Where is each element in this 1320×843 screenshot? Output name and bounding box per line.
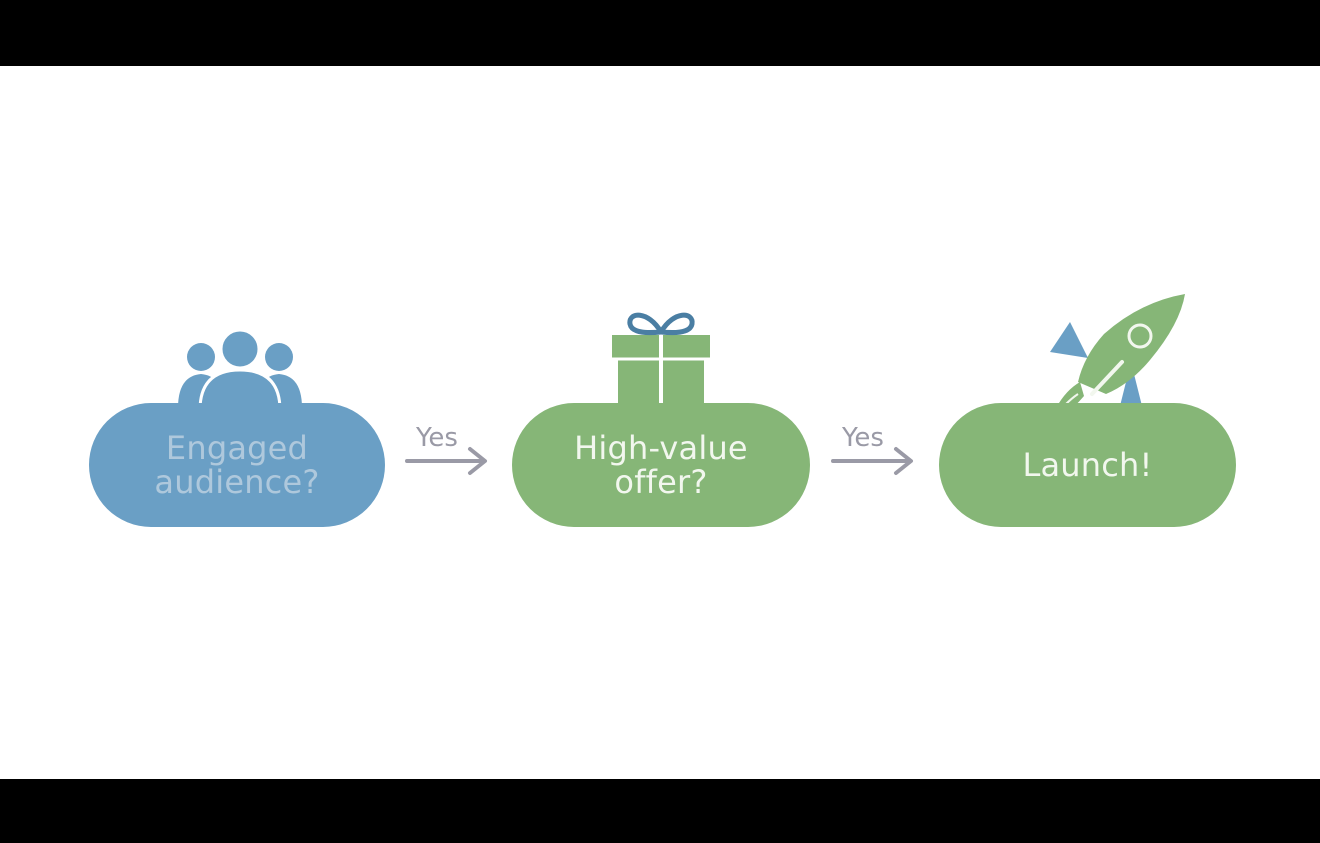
node-label-line: High-value xyxy=(574,429,748,467)
arrow-right-icon xyxy=(831,447,913,475)
decision-node-high-value-offer: High-value offer? xyxy=(512,403,810,527)
gift-icon xyxy=(612,312,710,414)
arrow-right-icon xyxy=(405,447,487,475)
people-icon xyxy=(178,328,302,410)
node-label-line: offer? xyxy=(614,463,708,501)
letterbox-top xyxy=(0,0,1320,66)
decision-node-engaged-audience: Engaged audience? xyxy=(89,403,385,527)
node-label-line: Launch! xyxy=(1022,446,1153,484)
edge-label-yes: Yes xyxy=(416,423,458,453)
edge-label-yes: Yes xyxy=(842,423,884,453)
node-label-line: Engaged xyxy=(165,429,309,467)
terminal-node-launch: Launch! xyxy=(939,403,1236,527)
node-label-line: audience? xyxy=(154,463,320,501)
letterbox-bottom xyxy=(0,779,1320,843)
